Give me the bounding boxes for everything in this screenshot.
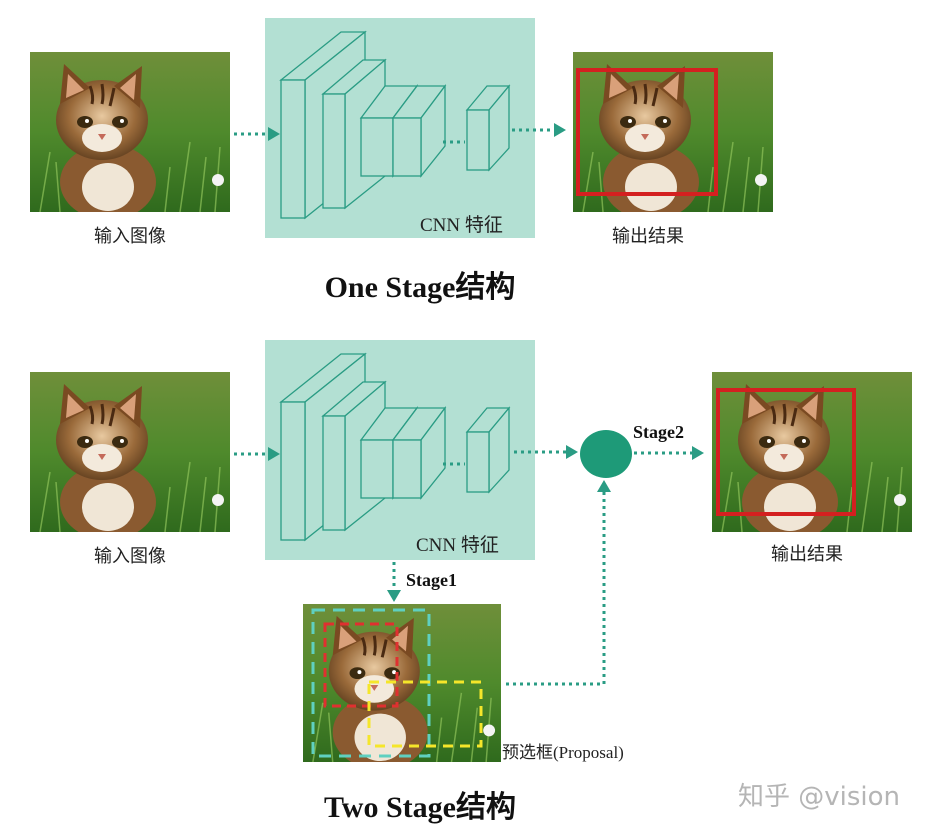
stage1-label: Stage1 bbox=[406, 570, 457, 590]
arrow-input-to-cnn-bottom bbox=[234, 447, 280, 461]
output-image-bottom bbox=[712, 372, 912, 532]
arrow-stage2 bbox=[634, 446, 704, 460]
arrow-proposal-to-node bbox=[506, 480, 611, 686]
detection-box-top bbox=[576, 68, 718, 196]
arrow-cnn-to-output-top bbox=[512, 123, 566, 137]
arrow-cnn-to-node bbox=[514, 445, 578, 459]
input-image-bottom bbox=[30, 372, 230, 532]
stage2-label: Stage2 bbox=[633, 422, 684, 442]
detection-box-bottom bbox=[716, 388, 856, 516]
arrow-stage1 bbox=[387, 562, 401, 602]
proposal-box-red bbox=[323, 622, 399, 708]
input-caption-bottom: 输入图像 bbox=[94, 546, 166, 567]
arrow-input-to-cnn-top bbox=[234, 127, 280, 141]
proposal-image bbox=[303, 604, 501, 762]
proposal-label: 预选框(Proposal) bbox=[502, 743, 624, 762]
output-image-top bbox=[573, 52, 773, 212]
cnn-label-bottom: CNN 特征 bbox=[416, 535, 499, 556]
cnn-label-top: CNN 特征 bbox=[420, 215, 503, 236]
cnn-blocks-top bbox=[279, 30, 511, 220]
proposal-box-yellow bbox=[367, 680, 483, 748]
output-caption-top: 输出结果 bbox=[612, 226, 684, 247]
combine-node bbox=[580, 430, 632, 478]
output-caption-bottom: 输出结果 bbox=[771, 544, 843, 565]
input-caption-top: 输入图像 bbox=[94, 226, 166, 247]
title-one-stage: One Stage结构 bbox=[324, 271, 516, 304]
title-two-stage: Two Stage结构 bbox=[324, 791, 516, 824]
watermark: 知乎 @vision bbox=[738, 782, 901, 812]
input-image-top bbox=[30, 52, 230, 212]
cnn-blocks-bottom bbox=[279, 352, 511, 542]
